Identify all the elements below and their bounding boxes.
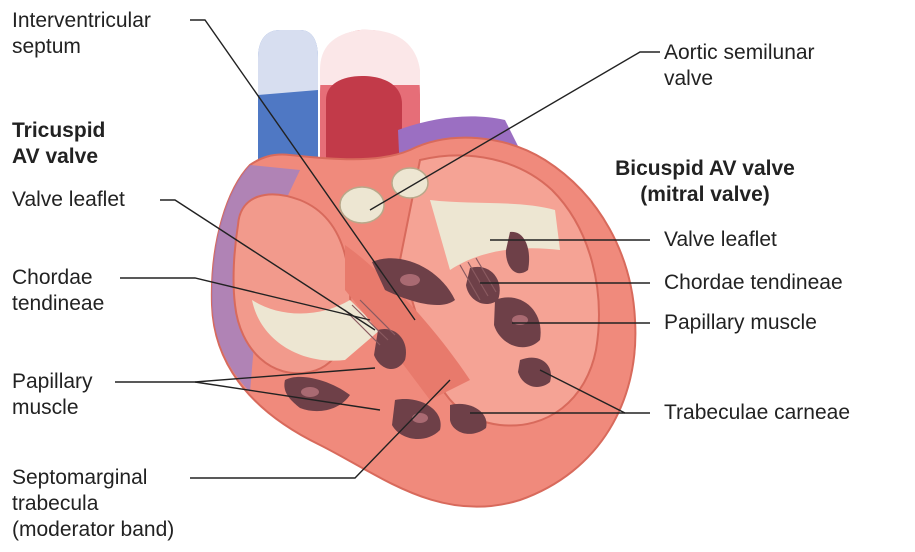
label-right-papillary-muscle: Papillary muscle bbox=[664, 310, 817, 336]
label-right-valve-leaflet: Valve leaflet bbox=[664, 227, 777, 253]
vena-cava-top bbox=[258, 30, 318, 95]
label-right-chordae-tendineae: Chordae tendineae bbox=[664, 270, 843, 296]
heading-bicuspid-av-valve: Bicuspid AV valve (mitral valve) bbox=[600, 156, 810, 208]
label-aortic-semilunar-valve: Aortic semilunar valve bbox=[664, 40, 815, 92]
label-left-papillary-muscle: Papillary muscle bbox=[12, 369, 93, 421]
label-septomarginal-trabecula: Septomarginal trabecula (moderator band) bbox=[12, 465, 174, 543]
heading-tricuspid-av-valve: Tricuspid AV valve bbox=[12, 118, 105, 170]
label-left-valve-leaflet: Valve leaflet bbox=[12, 187, 125, 213]
label-left-chordae-tendineae: Chordae tendineae bbox=[12, 265, 104, 317]
label-trabeculae-carneae: Trabeculae carneae bbox=[664, 400, 850, 426]
label-interventricular-septum: Interventricular septum bbox=[12, 8, 151, 60]
